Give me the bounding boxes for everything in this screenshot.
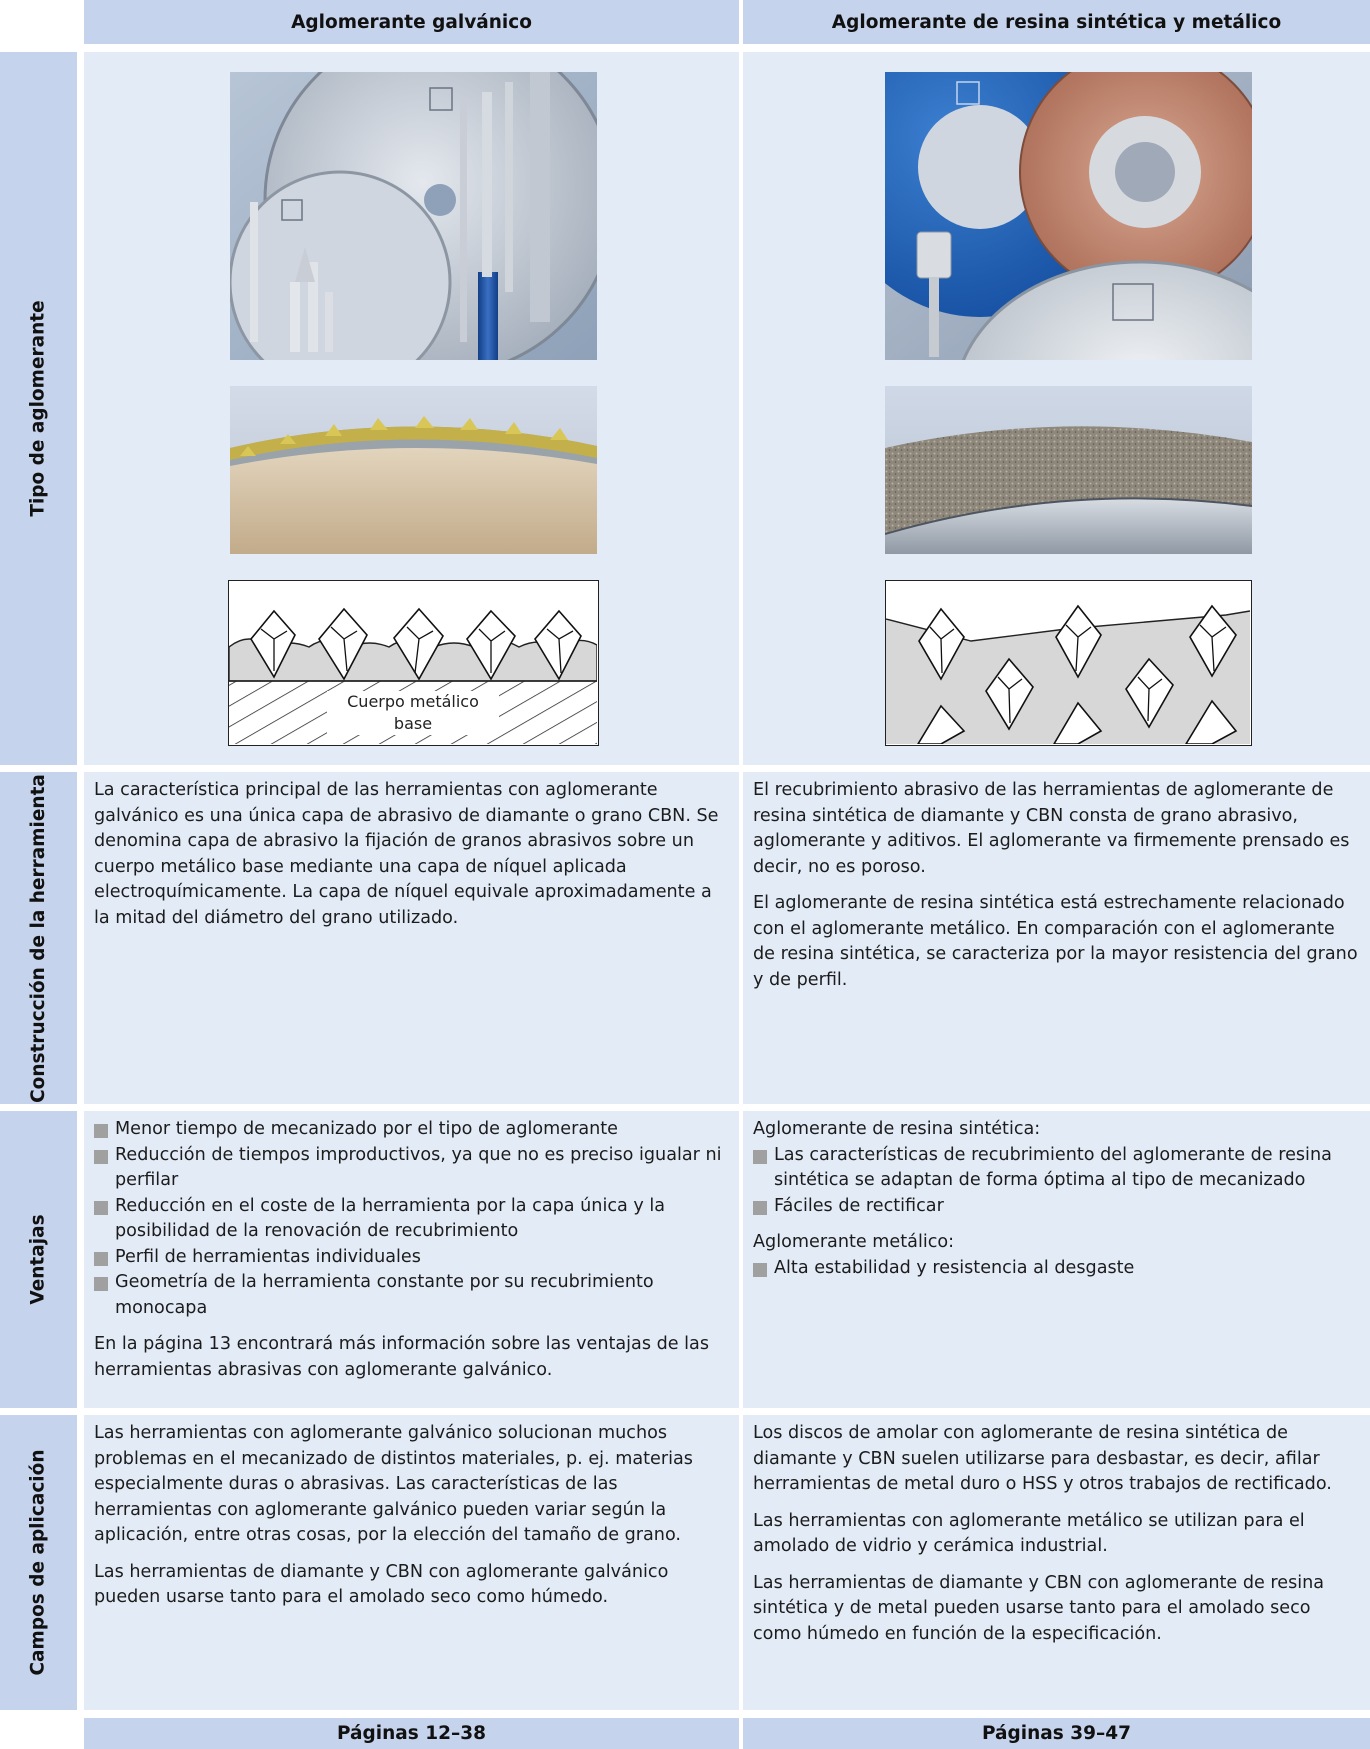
ventajas-metal-title: Aglomerante metálico: (753, 1232, 955, 1252)
row-label-campos: Campos de aplicación (0, 1415, 77, 1710)
construccion-galvanic-paragraph: La característica principal de las herra… (94, 780, 719, 928)
row-label-ventajas: Ventajas (0, 1111, 77, 1408)
galvanic-layer-macro-photo (230, 386, 597, 554)
list-item: Perfil de herramientas individuales (94, 1245, 731, 1271)
row-label-campos-text: Campos de aplicación (28, 1449, 49, 1676)
construccion-cell-galvanic: La característica principal de las herra… (84, 772, 739, 1104)
campos-cell-resin: Los discos de amolar con aglomerante de … (743, 1415, 1370, 1710)
column-header-galvanic-label: Aglomerante galvánico (291, 11, 532, 33)
ventajas-cell-resin: Aglomerante de resina sintética: Las car… (743, 1111, 1370, 1408)
row-label-tipo: Tipo de aglomerante (0, 52, 77, 765)
ventajas-galvanic-list: Menor tiempo de mecanizado por el tipo d… (94, 1117, 731, 1321)
diagram-base-label-line1: Cuerpo metálico (347, 692, 479, 711)
resin-layer-macro-photo (885, 386, 1252, 554)
list-item: Reducción de tiempos improductivos, ya q… (94, 1143, 731, 1194)
row-label-construccion: Construcción de la herramienta (0, 772, 77, 1104)
ventajas-metal-list: Alta estabilidad y resistencia al desgas… (753, 1256, 1362, 1282)
ventajas-galvanic-note: En la página 13 encontrará más informaci… (94, 1334, 710, 1380)
galvanic-tools-photo (230, 72, 597, 360)
construccion-resin-paragraph-2: El aglomerante de resina sintética está … (753, 893, 1358, 990)
diagram-base-label-line2: base (394, 714, 432, 733)
row-label-ventajas-text: Ventajas (28, 1214, 49, 1305)
campos-resin-paragraph-1: Los discos de amolar con aglomerante de … (753, 1423, 1332, 1494)
list-item: Fáciles de rectificar (753, 1194, 1362, 1220)
column-header-resin-metal-label: Aglomerante de resina sintética y metáli… (831, 11, 1282, 33)
resin-layer-diagram (885, 580, 1252, 746)
list-item: Las características de recubrimiento del… (753, 1143, 1362, 1194)
campos-cell-galvanic: Las herramientas con aglomerante galváni… (84, 1415, 739, 1710)
ventajas-cell-galvanic: Menor tiempo de mecanizado por el tipo d… (84, 1111, 739, 1408)
footer-pages-galvanic: Páginas 12–38 (84, 1718, 739, 1749)
galvanic-layer-diagram: Cuerpo metálico base (228, 580, 599, 746)
campos-resin-paragraph-2: Las herramientas con aglomerante metálic… (753, 1510, 1305, 1557)
construccion-resin-paragraph-1: El recubrimiento abrasivo de las herrami… (753, 780, 1350, 877)
ventajas-resin-list: Las características de recubrimiento del… (753, 1143, 1362, 1220)
construccion-cell-resin: El recubrimiento abrasivo de las herrami… (743, 772, 1370, 1104)
resin-wheels-photo (885, 72, 1252, 360)
campos-galvanic-paragraph-2: Las herramientas de diamante y CBN con a… (94, 1561, 669, 1608)
list-item: Geometría de la herramienta constante po… (94, 1270, 731, 1321)
campos-galvanic-paragraph-1: Las herramientas con aglomerante galváni… (94, 1423, 693, 1545)
column-header-galvanic: Aglomerante galvánico (84, 0, 739, 44)
row-label-tipo-text: Tipo de aglomerante (28, 300, 50, 517)
ventajas-resin-title: Aglomerante de resina sintética: (753, 1119, 1041, 1139)
list-item: Alta estabilidad y resistencia al desgas… (753, 1256, 1362, 1282)
footer-pages-resin-label: Páginas 39–47 (982, 1723, 1131, 1744)
footer-pages-galvanic-label: Páginas 12–38 (337, 1723, 486, 1744)
column-header-resin-metal: Aglomerante de resina sintética y metáli… (743, 0, 1370, 44)
list-item: Menor tiempo de mecanizado por el tipo d… (94, 1117, 731, 1143)
row-label-construccion-text: Construcción de la herramienta (28, 773, 49, 1103)
footer-pages-resin: Páginas 39–47 (743, 1718, 1370, 1749)
campos-resin-paragraph-3: Las herramientas de diamante y CBN con a… (753, 1572, 1325, 1644)
list-item: Reducción en el coste de la herramienta … (94, 1194, 731, 1245)
